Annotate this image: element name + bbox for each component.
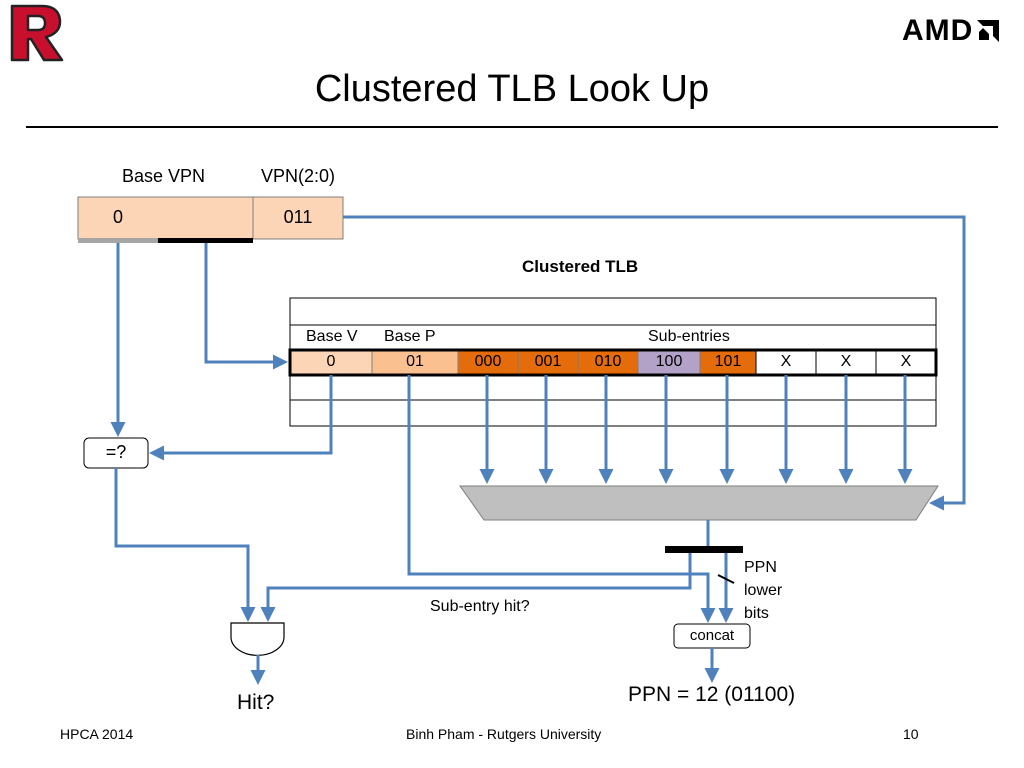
subentry-hit-label: Sub-entry hit? [430, 598, 530, 615]
title-divider [26, 126, 998, 128]
and-gate [230, 622, 285, 656]
amd-logo-text: AMD [902, 14, 974, 47]
base-vpn-value: 0 [113, 207, 124, 227]
value-sub-1: 001 [534, 353, 562, 370]
mux-output-bar [665, 546, 743, 553]
connection-wires [110, 215, 966, 685]
cell-sub-1 [517, 349, 579, 376]
ppn-result-label: PPN = 12 (01100) [628, 683, 796, 706]
vpn-low-bits-box [252, 196, 344, 240]
value-sub-4: 101 [714, 353, 742, 370]
hit-output-label: Hit? [237, 691, 275, 714]
slide-title: Clustered TLB Look Up [314, 68, 710, 110]
vpn-low-label: VPN(2:0) [261, 166, 336, 186]
base-vpn-box [77, 196, 254, 240]
header-base-v: Base V [306, 328, 358, 345]
header-sub-entries: Sub-entries [648, 328, 730, 345]
vpn-low-value: 011 [283, 207, 313, 227]
ppn-lower-bits-line-2: lower [744, 582, 783, 599]
value-sub-7: X [900, 353, 912, 370]
value-base-v: 0 [326, 353, 336, 370]
value-sub-3: 100 [655, 353, 683, 370]
base-vpn-low-segment [78, 238, 158, 243]
value-base-p: 01 [406, 353, 424, 370]
value-sub-2: 010 [594, 353, 622, 370]
concat-label: concat [689, 627, 735, 644]
cell-sub-7 [875, 349, 937, 376]
rutgers-r-logo-icon [10, 4, 64, 62]
tlb-title: Clustered TLB [522, 257, 639, 276]
bus-width-mark [717, 574, 735, 584]
amd-arrow-icon [977, 20, 1000, 42]
value-sub-0: 000 [474, 353, 502, 370]
multiplexer [459, 485, 939, 521]
base-vpn-label: Base VPN [122, 166, 206, 186]
amd-logo: AMD [902, 14, 1001, 48]
value-sub-5: X [780, 353, 792, 370]
cell-base-p [371, 349, 459, 376]
footer-author: Binh Pham - Rutgers University [406, 726, 602, 742]
compare-label: =? [105, 442, 127, 462]
footer-page-number: 10 [903, 726, 919, 742]
footer-conference: HPCA 2014 [60, 726, 134, 742]
cell-sub-0 [457, 349, 519, 376]
header-base-p: Base P [384, 328, 436, 345]
cell-sub-3 [637, 349, 701, 376]
cell-sub-4 [699, 349, 757, 376]
selected-tlb-row [288, 348, 938, 377]
ppn-lower-bits-line-1: PPN [744, 559, 777, 576]
ppn-lower-bits-line-3: bits [744, 605, 769, 622]
ppn-lower-bits-label: PPN lower bits [744, 556, 782, 625]
base-vpn-high-segment [158, 238, 253, 243]
value-sub-6: X [840, 353, 852, 370]
